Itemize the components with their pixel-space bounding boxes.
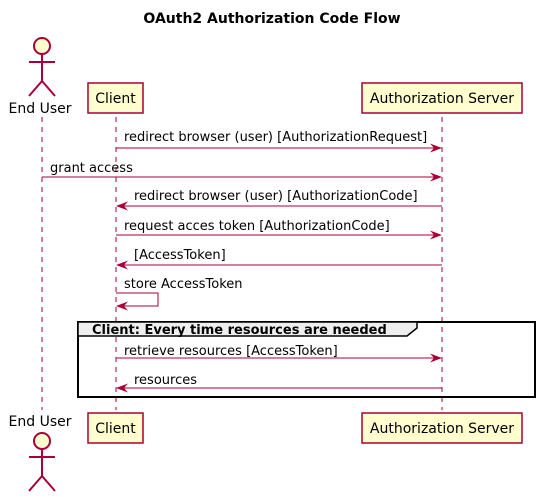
diagram-title: OAuth2 Authorization Code Flow <box>143 11 400 27</box>
participant-client-bottom: Client <box>87 412 144 444</box>
group-label: Client: Every time resources are needed <box>92 323 387 338</box>
message-arrow: redirect browser (user) [AuthorizationCo… <box>116 189 442 211</box>
message-label: resources <box>134 373 197 388</box>
message-label: grant access <box>50 161 133 176</box>
message-label: request acces token [AuthorizationCode] <box>124 219 390 234</box>
actor-label: End User <box>9 414 72 430</box>
message-arrow: resources <box>116 373 442 393</box>
actor-end-user-top: End User <box>9 37 72 117</box>
message-label: redirect browser (user) [AuthorizationCo… <box>134 189 418 204</box>
message-arrow: redirect browser (user) [AuthorizationRe… <box>116 130 442 153</box>
actor-label: End User <box>9 101 72 117</box>
message-arrow: request acces token [AuthorizationCode] <box>116 219 442 240</box>
actor-figure-icon <box>28 37 56 97</box>
participant-authorization-server-top: Authorization Server <box>361 82 523 114</box>
self-message-arrow: store AccessToken <box>116 277 243 311</box>
message-arrow: [AccessToken] <box>116 248 442 270</box>
participant-label: Authorization Server <box>370 91 514 107</box>
message-label: [AccessToken] <box>134 248 226 263</box>
participant-label: Authorization Server <box>370 421 514 437</box>
message-arrow: retrieve resources [AccessToken] <box>116 344 442 363</box>
loop-group: Client: Every time resources are needed <box>77 321 536 398</box>
message-label: redirect browser (user) [AuthorizationRe… <box>124 130 427 145</box>
participant-authorization-server-bottom: Authorization Server <box>361 412 523 444</box>
message-label: store AccessToken <box>124 277 243 292</box>
actor-end-user-bottom: End User <box>9 414 72 492</box>
message-arrow: grant access <box>42 161 442 182</box>
participant-label: Client <box>95 91 136 107</box>
message-label: retrieve resources [AccessToken] <box>124 344 338 359</box>
actor-figure-icon <box>28 432 56 492</box>
participant-label: Client <box>95 421 136 437</box>
participant-client-top: Client <box>87 82 144 114</box>
